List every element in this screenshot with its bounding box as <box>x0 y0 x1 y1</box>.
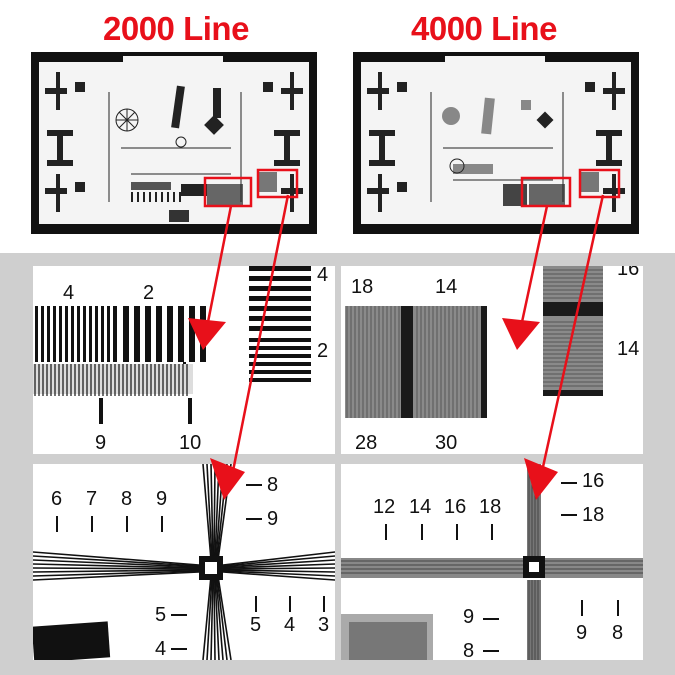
label-bottom-4: 4 <box>284 614 296 636</box>
label-left-8: 8 <box>463 640 475 660</box>
label-top-14: 14 <box>409 496 432 518</box>
zoom-panel-4000-bars: 18 14 16 14 28 30 <box>341 266 643 454</box>
label-top-7: 7 <box>86 488 98 510</box>
label-bottom-8: 8 <box>612 622 624 644</box>
label-top-6: 6 <box>51 488 63 510</box>
label-top-18: 18 <box>479 496 502 518</box>
label-top-18: 18 <box>351 276 374 298</box>
label-right-16: 16 <box>582 470 605 492</box>
label-right-9: 9 <box>267 508 279 530</box>
label-right-16: 16 <box>617 266 640 280</box>
heading-4000-line: 4000 Line <box>411 10 557 47</box>
label-left-4: 4 <box>155 638 167 660</box>
label-top-14: 14 <box>435 276 458 298</box>
label-bottom-5: 5 <box>250 614 262 636</box>
label-top-8: 8 <box>121 488 133 510</box>
label-top-2: 2 <box>143 282 155 304</box>
label-top-16: 16 <box>444 496 467 518</box>
zoom-panel-2000-crosshair: 6 7 8 9 8 9 5 4 5 4 3 <box>33 464 335 660</box>
label-right-4: 4 <box>317 266 329 286</box>
label-bottom-9: 9 <box>576 622 588 644</box>
label-top-9: 9 <box>156 488 168 510</box>
label-top-12: 12 <box>373 496 396 518</box>
label-bottom-30: 30 <box>435 432 458 454</box>
label-right-2: 2 <box>317 340 329 362</box>
label-left-5: 5 <box>155 604 167 626</box>
label-right-18: 18 <box>582 504 605 526</box>
label-bottom-10: 10 <box>179 432 202 454</box>
zoom-panel-2000-bars: 4 2 4 2 9 10 <box>33 266 335 454</box>
label-right-8: 8 <box>267 474 279 496</box>
label-bottom-28: 28 <box>355 432 378 454</box>
label-top-4: 4 <box>63 282 75 304</box>
test-chart-2000-line <box>31 52 317 234</box>
heading-2000-line: 2000 Line <box>103 10 249 47</box>
label-right-14: 14 <box>617 338 640 360</box>
label-bottom-9: 9 <box>95 432 107 454</box>
label-left-9: 9 <box>463 606 475 628</box>
zoom-panel-4000-crosshair: 12 14 16 18 16 18 9 8 9 8 <box>341 464 643 660</box>
test-chart-4000-line <box>353 52 639 234</box>
label-bottom-3: 3 <box>318 614 330 636</box>
